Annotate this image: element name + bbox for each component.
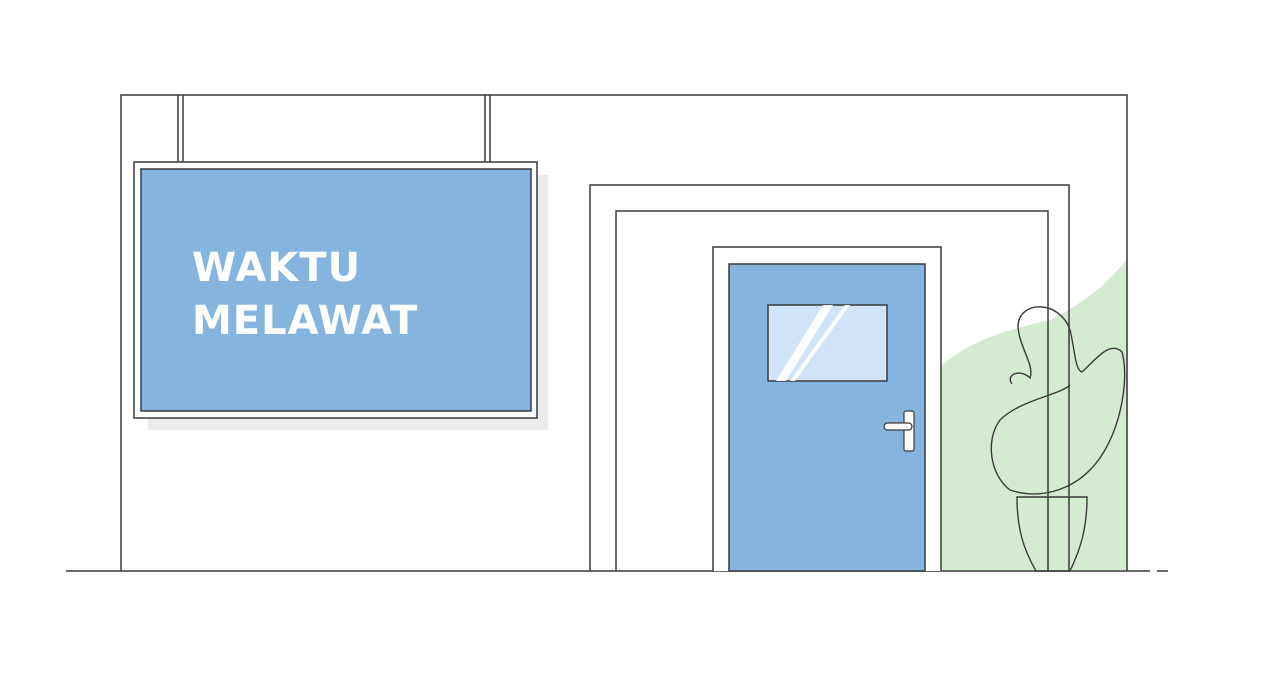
glass-reflection-2 [790, 305, 850, 381]
plant-leaves [990, 306, 1126, 495]
sign-text: WAKTU MELAWAT [192, 242, 418, 348]
plant-pot [1016, 496, 1088, 572]
sign-hangers [177, 95, 491, 162]
sign-line-2: MELAWAT [192, 298, 419, 344]
door-handle-plate [903, 410, 915, 452]
building-wall-outline [120, 94, 1128, 571]
sign-line-1: WAKTU [192, 245, 362, 291]
green-wall-accent [928, 258, 1128, 570]
door-outer-frame [589, 184, 1070, 571]
sign-board [140, 168, 532, 412]
door-handle-lever [883, 422, 913, 431]
glass-reflection [776, 305, 833, 381]
door-inner-frame [615, 210, 1049, 571]
